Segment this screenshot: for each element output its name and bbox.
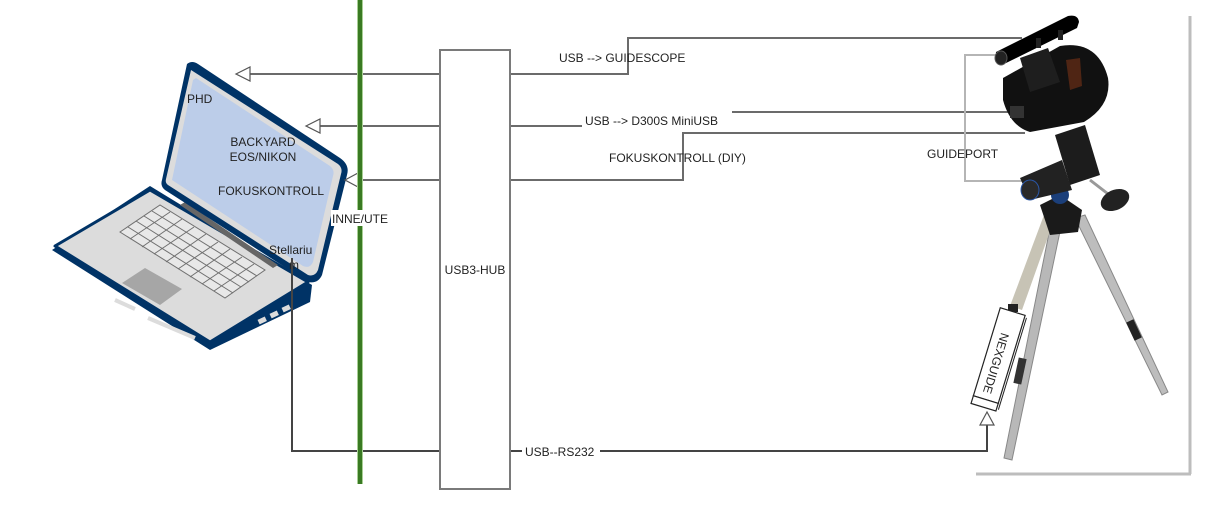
- arrow-phd-icon: [234, 66, 251, 82]
- label-focus-diy: FOKUSKONTROLL (DIY): [609, 151, 746, 165]
- usb3-hub: [439, 49, 511, 490]
- label-fokuskontroll: FOKUSKONTROLL: [218, 184, 324, 198]
- connector-guidescope: [510, 37, 1022, 75]
- label-stellarium: Stellariu: [269, 243, 312, 257]
- telescope-icon: [994, 15, 1169, 461]
- arrow-backyard-icon: [304, 118, 321, 134]
- label-usb-d300s: USB --> D300S MiniUSB: [585, 114, 718, 128]
- guidescope-icon: [994, 15, 1079, 66]
- arrow-nexguide-icon: [978, 410, 996, 426]
- hub-label: USB3-HUB: [445, 263, 506, 277]
- label-stellarium-cont: m: [289, 258, 299, 272]
- keyboard: [119, 204, 266, 299]
- connector-stellarium: [291, 258, 440, 452]
- label-guideport: GUIDEPORT: [927, 147, 999, 161]
- arrowheads: [234, 66, 996, 426]
- trackpad: [122, 268, 182, 305]
- connectors: [250, 37, 1025, 452]
- laptop-icon: [52, 62, 348, 350]
- label-eos-nikon: EOS/NIKON: [230, 150, 297, 164]
- connector-guideport: [964, 54, 1060, 182]
- label-backyard: BACKYARD: [230, 135, 295, 149]
- label-phd: PHD: [187, 92, 213, 106]
- outdoor-frame: [976, 16, 1192, 476]
- nexguide-box: NEXGUIDE: [970, 307, 1027, 412]
- label-usb-rs232: USB--RS232: [525, 445, 595, 459]
- laptop-screen: [172, 78, 334, 267]
- connector-focus: [510, 132, 1025, 181]
- connector-rs232: [600, 425, 988, 452]
- boundary-label: INNE/UTE: [332, 212, 388, 226]
- tripod-icon: [1003, 214, 1169, 461]
- label-usb-guidescope: USB --> GUIDESCOPE: [559, 51, 685, 65]
